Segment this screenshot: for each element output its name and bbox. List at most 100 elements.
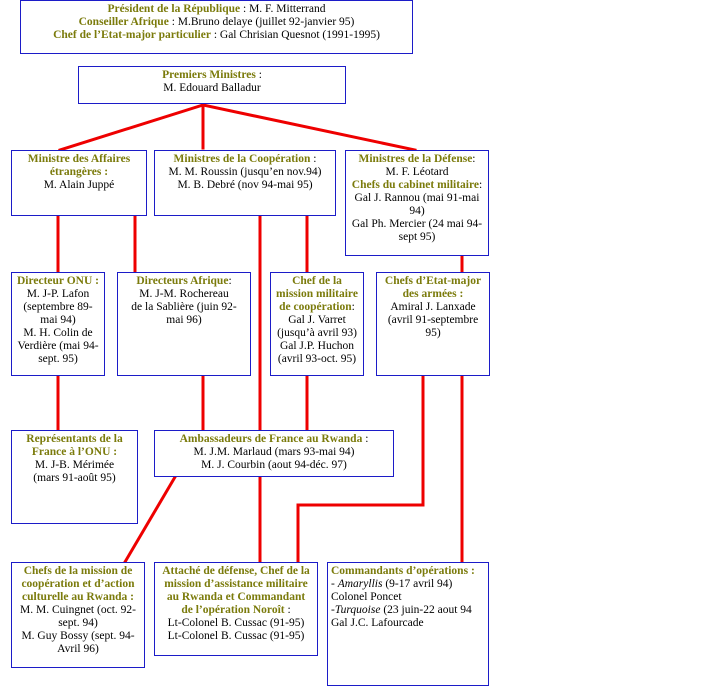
defense-box: Ministres de la Défense: M. F. Léotard C… (345, 150, 489, 256)
afrique-v2: de la Sablière (juin 92- (131, 301, 237, 313)
commandants-v3-prefix: - (331, 604, 335, 616)
afrique-label: Directeurs Afrique (136, 275, 229, 287)
ambassadeurs-suffix: : (362, 433, 369, 445)
chef-label: Chef de l’Etat-major particulier (53, 29, 211, 41)
onu-v2: (septembre 89- (23, 301, 93, 313)
coop-v2: M. B. Debré (nov 94-mai 95) (177, 179, 313, 191)
representants-suffix: : (110, 446, 118, 458)
affaires-value: M. Alain Juppé (43, 179, 115, 191)
ambassadeurs-label: Ambassadeurs de France au Rwanda (179, 433, 363, 445)
afrique-suffix: : (228, 275, 232, 287)
defense-v2: Gal J. Rannou (mai 91-mai (354, 192, 480, 204)
defense-chefs-label: Chefs du cabinet militaire (351, 179, 480, 191)
etatmajor-v2: (avril 91-septembre (387, 314, 479, 326)
mission-militaire-box: Chef de la mission militaire de coopérat… (270, 272, 364, 376)
representants-onu-box: Représentants de la France à l’ONU : M. … (11, 430, 138, 524)
president-box: Président de la République : M. F. Mitte… (20, 0, 413, 54)
coop-v1: M. M. Roussin (jusqu’en nov.94) (168, 166, 322, 178)
attache-l1: Attaché de défense, Chef de la (162, 565, 310, 577)
representants-v1: M. J-B. Mérimée (34, 459, 115, 471)
mission-suffix: : (351, 301, 355, 313)
mission-v2: (jusqu’à avril 93) (277, 327, 357, 339)
pm-label: Premiers Ministres (162, 69, 256, 81)
affaires-label1: Ministre des Affaires (27, 153, 131, 165)
ambassadeurs-v2: M. J. Courbin (aout 94-déc. 97) (201, 459, 347, 471)
chefsmission-v1: M. M. Cuingnet (oct. 92- (20, 604, 136, 616)
attache-l3: au Rwanda et Commandant (166, 591, 306, 603)
attache-v1: Lt-Colonel B. Cussac (91-95) (167, 617, 305, 629)
connector-pm-defense (201, 103, 417, 152)
connector-pm-affaires (58, 103, 205, 152)
affaires-etrangeres-box: Ministre des Affaires étrangères : M. Al… (11, 150, 147, 216)
commandants-v1-italic: Amaryllis (337, 578, 383, 590)
ambassadeurs-v1: M. J.M. Marlaud (mars 93-mai 94) (193, 446, 355, 458)
chefsmission-l2: coopération et d’action (21, 578, 135, 590)
coop-suffix: : (310, 153, 317, 165)
defense-v3: 94) (409, 205, 425, 217)
representants-l1: Représentants de la (26, 433, 123, 445)
chefsmission-v2: sept. 94) (58, 617, 98, 629)
etat-major-box: Chefs d’Etat-major des armées : Amiral J… (376, 272, 490, 376)
commandants-v1-rest: (9-17 avril 94) (382, 578, 453, 590)
connector-etatmajor-attache (296, 374, 425, 564)
chefsmission-l3: culturelle au Rwanda (22, 591, 128, 603)
affaires-label2: étrangères (49, 166, 102, 178)
afrique-v3: mai 96) (166, 314, 202, 326)
attache-defense-box: Attaché de défense, Chef de la mission d… (154, 562, 318, 656)
affaires-suffix: : (101, 166, 109, 178)
commandants-v2: Colonel Poncet (331, 591, 402, 603)
pm-value: M. Edouard Balladur (163, 82, 261, 94)
defense-v4: Gal Ph. Mercier (24 mai 94- (351, 218, 483, 230)
onu-label: Directeur ONU (17, 275, 93, 287)
chefsmission-l1: Chefs de la mission de (23, 565, 133, 577)
president-value: : M. F. Mitterrand (240, 3, 326, 15)
defense-label: Ministres de la Défense (358, 153, 473, 165)
premiers-ministres-box: Premiers Ministres : M. Edouard Balladur (78, 66, 346, 104)
pm-suffix: : (255, 69, 262, 81)
defense-chefs-suffix: : (479, 179, 483, 191)
ambassadeurs-box: Ambassadeurs de France au Rwanda : M. J.… (154, 430, 394, 477)
mission-v1: Gal J. Varret (288, 314, 346, 326)
onu-v1: M. J-P. Lafon (26, 288, 90, 300)
conseiller-value: : M.Bruno delaye (juillet 92-janvier 95) (168, 16, 355, 28)
commandants-v3-italic: Turquoise (334, 604, 381, 616)
mission-l3: de coopération (279, 301, 352, 313)
commandants-v1-prefix: - (331, 578, 338, 590)
defense-v5: sept 95) (398, 231, 436, 243)
etatmajor-suffix: : (456, 288, 464, 300)
chefsmission-v4: Avril 96) (57, 643, 99, 655)
defense-suffix: : (472, 153, 476, 165)
onu-v3: mai 94) (40, 314, 76, 326)
chefsmission-v3: M. Guy Bossy (sept. 94- (21, 630, 135, 642)
afrique-v1: M. J-M. Rochereau (139, 288, 229, 300)
attache-l2: mission d’assistance militaire (164, 578, 308, 590)
commandants-operations-box: Commandants d’opérations : - Amaryllis (… (327, 562, 489, 686)
attache-v2: Lt-Colonel B. Cussac (91-95) (167, 630, 305, 642)
chefs-mission-cooperation-box: Chefs de la mission de coopération et d’… (11, 562, 145, 668)
mission-l1: Chef de la (292, 275, 342, 287)
defense-v1: M. F. Léotard (385, 166, 449, 178)
directeur-onu-box: Directeur ONU : M. J-P. Lafon (septembre… (11, 272, 105, 376)
commandants-v4: Gal J.C. Lafourcade (331, 617, 424, 629)
attache-suffix: : (284, 604, 291, 616)
directeurs-afrique-box: Directeurs Afrique: M. J-M. Rochereau de… (117, 272, 251, 376)
chef-value: : Gal Chrisian Quesnot (1991-1995) (210, 29, 380, 41)
etatmajor-l1: Chefs d’Etat-major (384, 275, 482, 287)
chefsmission-suffix: : (127, 591, 134, 603)
representants-l2: France à l’ONU (31, 446, 111, 458)
president-label: Président de la République (107, 3, 241, 15)
onu-v5: Verdière (mai 94- (17, 340, 99, 352)
onu-v4: M. H. Colin de (23, 327, 93, 339)
cooperation-box: Ministres de la Coopération : M. M. Rous… (154, 150, 336, 216)
mission-l2: mission militaire (276, 288, 358, 300)
onu-suffix: : (92, 275, 99, 287)
mission-v3: Gal J.P. Huchon (279, 340, 355, 352)
coop-label: Ministres de la Coopération (173, 153, 311, 165)
etatmajor-v3: 95) (425, 327, 441, 339)
onu-v6: sept. 95) (38, 353, 78, 365)
conseiller-label: Conseiller Afrique (78, 16, 169, 28)
commandants-suffix: : (468, 565, 475, 577)
commandants-v3-rest: (23 juin-22 aout 94 (380, 604, 472, 616)
